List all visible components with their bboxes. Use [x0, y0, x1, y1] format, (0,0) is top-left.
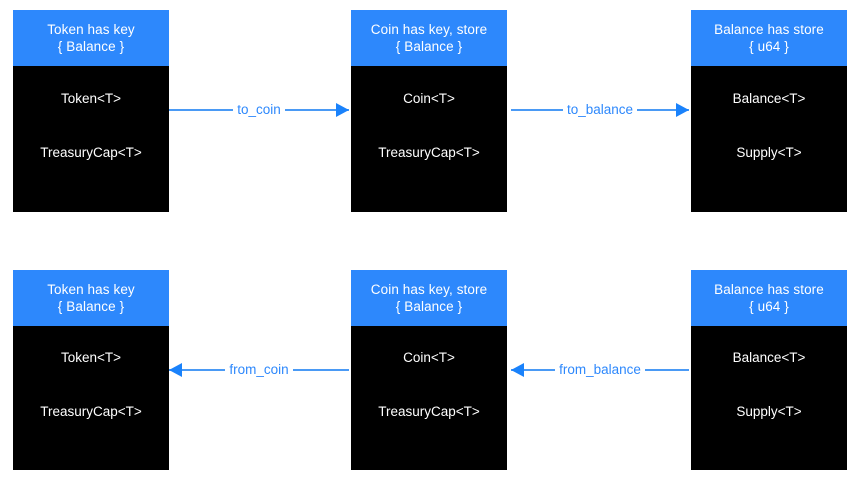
- node-balance-top-header: Balance has store { u64 }: [691, 10, 847, 66]
- node-balance-top-header-line1: Balance has store: [714, 22, 824, 37]
- edge-to-balance: to_balance: [511, 98, 689, 122]
- node-coin-top-body: Coin<T> TreasuryCap<T>: [351, 66, 507, 212]
- node-balance-top-header-line2: { u64 }: [749, 39, 789, 54]
- node-token-bottom-body: Token<T> TreasuryCap<T>: [13, 326, 169, 470]
- node-balance-bottom-body: Balance<T> Supply<T>: [691, 326, 847, 470]
- node-token-bottom-header-line1: Token has key: [47, 282, 135, 297]
- node-coin-bottom-header-line1: Coin has key, store: [370, 282, 488, 297]
- node-balance-top-body-line2: Supply<T>: [736, 145, 802, 160]
- node-balance-top-body-line1: Balance<T>: [732, 91, 806, 106]
- edge-from-coin-line: [169, 369, 349, 371]
- node-token-bottom-header-line2: { Balance }: [57, 299, 125, 314]
- edge-from-coin: from_coin: [169, 358, 349, 382]
- edge-from-balance: from_balance: [511, 358, 689, 382]
- node-balance-top-body: Balance<T> Supply<T>: [691, 66, 847, 212]
- node-coin-bottom-body-line2: TreasuryCap<T>: [378, 404, 480, 419]
- node-balance-top[interactable]: Balance has store { u64 } Balance<T> Sup…: [691, 10, 847, 212]
- node-token-bottom-body-line2: TreasuryCap<T>: [40, 404, 142, 419]
- node-token-bottom-header: Token has key { Balance }: [13, 270, 169, 326]
- node-coin-bottom-body: Coin<T> TreasuryCap<T>: [351, 326, 507, 470]
- node-coin-bottom[interactable]: Coin has key, store { Balance } Coin<T> …: [351, 270, 507, 470]
- arrow-right-icon: [676, 103, 689, 117]
- edge-from-coin-label: from_coin: [225, 362, 293, 378]
- edge-to-balance-line: [511, 109, 689, 111]
- node-token-top-body: Token<T> TreasuryCap<T>: [13, 66, 169, 212]
- node-coin-top[interactable]: Coin has key, store { Balance } Coin<T> …: [351, 10, 507, 212]
- node-token-top-header-line1: Token has key: [47, 22, 135, 37]
- node-coin-top-header-line2: { Balance }: [395, 39, 463, 54]
- node-balance-bottom-body-line1: Balance<T>: [732, 350, 806, 365]
- node-balance-bottom-header: Balance has store { u64 }: [691, 270, 847, 326]
- edge-to-coin-line: [169, 109, 349, 111]
- node-coin-top-header: Coin has key, store { Balance }: [351, 10, 507, 66]
- node-coin-bottom-body-line1: Coin<T>: [403, 350, 455, 365]
- arrow-left-icon: [169, 363, 182, 377]
- node-balance-bottom-header-line2: { u64 }: [749, 299, 789, 314]
- node-coin-top-body-line1: Coin<T>: [403, 91, 455, 106]
- node-balance-bottom-header-line1: Balance has store: [714, 282, 824, 297]
- arrow-right-icon: [336, 103, 349, 117]
- node-token-top-header: Token has key { Balance }: [13, 10, 169, 66]
- node-token-top-header-line2: { Balance }: [57, 39, 125, 54]
- node-coin-top-header-line1: Coin has key, store: [370, 22, 488, 37]
- node-token-top-body-line1: Token<T>: [60, 91, 122, 106]
- arrow-left-icon: [511, 363, 524, 377]
- node-balance-bottom-body-line2: Supply<T>: [736, 404, 802, 419]
- node-token-bottom[interactable]: Token has key { Balance } Token<T> Treas…: [13, 270, 169, 470]
- node-balance-bottom[interactable]: Balance has store { u64 } Balance<T> Sup…: [691, 270, 847, 470]
- node-token-top-body-line2: TreasuryCap<T>: [40, 145, 142, 160]
- edge-to-coin-label: to_coin: [233, 102, 285, 118]
- node-coin-bottom-header: Coin has key, store { Balance }: [351, 270, 507, 326]
- node-token-bottom-body-line1: Token<T>: [60, 350, 122, 365]
- node-token-top[interactable]: Token has key { Balance } Token<T> Treas…: [13, 10, 169, 212]
- edge-to-balance-label: to_balance: [562, 102, 638, 118]
- edge-from-balance-label: from_balance: [555, 362, 645, 378]
- edge-to-coin: to_coin: [169, 98, 349, 122]
- node-coin-top-body-line2: TreasuryCap<T>: [378, 145, 480, 160]
- node-coin-bottom-header-line2: { Balance }: [395, 299, 463, 314]
- edge-from-balance-line: [511, 369, 689, 371]
